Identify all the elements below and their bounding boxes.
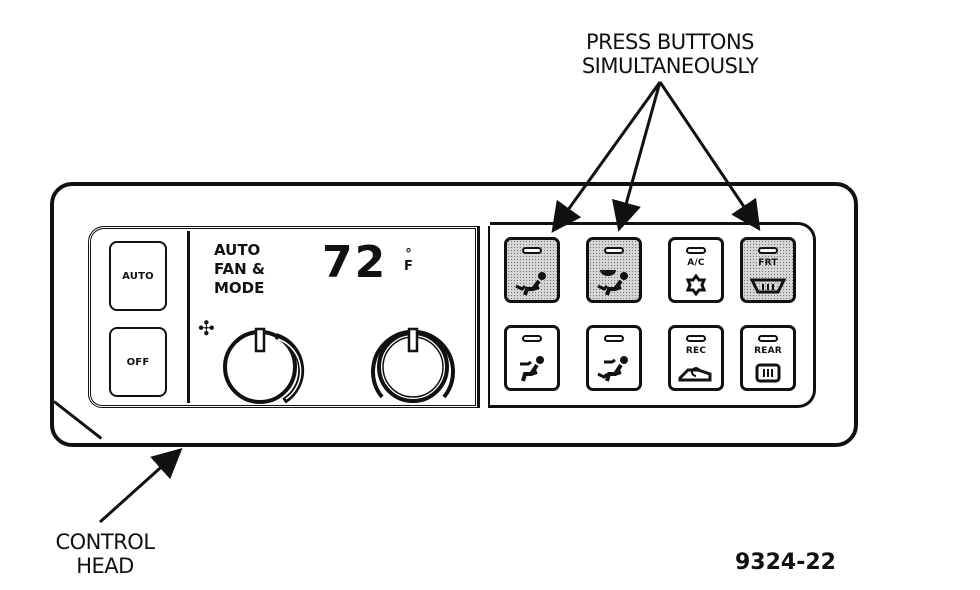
figure-number: 9324-22 bbox=[735, 550, 836, 575]
press-buttons-callout: PRESS BUTTONS SIMULTANEOUSLY bbox=[581, 30, 759, 78]
indicator-led bbox=[686, 335, 706, 342]
indicator-led bbox=[604, 335, 624, 342]
panel-mode-button[interactable] bbox=[504, 325, 560, 391]
floor-vent-icon bbox=[507, 270, 557, 296]
indicator-led bbox=[686, 247, 706, 254]
snowflake-icon bbox=[671, 274, 721, 296]
rear-defrost-icon bbox=[743, 362, 793, 384]
rear-defrost-button[interactable]: REAR bbox=[740, 325, 796, 391]
display-panel: AUTO FAN & MODE 72 ° F ✣ bbox=[187, 231, 475, 404]
button-label: FRT bbox=[758, 258, 778, 268]
fan-icon: ✣ bbox=[198, 318, 215, 340]
fan-speed-knob[interactable] bbox=[218, 319, 308, 409]
unit-label: F bbox=[404, 259, 413, 274]
control-head-callout: CONTROL HEAD bbox=[55, 530, 155, 578]
front-defrost-icon bbox=[743, 276, 793, 296]
temperature-knob[interactable] bbox=[368, 319, 458, 409]
display-unit: ° F bbox=[404, 247, 413, 274]
defrost-floor-icon bbox=[589, 266, 639, 296]
control-head-bezel bbox=[50, 182, 858, 447]
floor-mode-button[interactable] bbox=[504, 237, 560, 303]
hvac-button-cluster: A/C FRT REC REAR bbox=[490, 222, 816, 408]
bi-level-mode-button[interactable] bbox=[586, 325, 642, 391]
indicator-led bbox=[522, 247, 542, 254]
button-label: REAR bbox=[754, 346, 782, 356]
auto-button[interactable]: AUTO bbox=[109, 241, 167, 311]
bi-level-vent-icon bbox=[589, 354, 639, 384]
defrost-floor-mode-button[interactable] bbox=[586, 237, 642, 303]
indicator-led bbox=[522, 335, 542, 342]
display-mode-text: AUTO FAN & MODE bbox=[214, 241, 265, 297]
recirculate-icon bbox=[671, 362, 721, 384]
degree-symbol: ° bbox=[405, 247, 412, 262]
indicator-led bbox=[604, 247, 624, 254]
indicator-led bbox=[758, 247, 778, 254]
display-cluster: AUTO OFF AUTO FAN & MODE 72 ° F ✣ bbox=[88, 226, 478, 408]
panel-vent-icon bbox=[507, 354, 557, 384]
indicator-led bbox=[758, 335, 778, 342]
button-label: A/C bbox=[687, 258, 705, 268]
front-defrost-button[interactable]: FRT bbox=[740, 237, 796, 303]
display-temperature: 72 bbox=[322, 237, 388, 288]
ac-button[interactable]: A/C bbox=[668, 237, 724, 303]
off-button[interactable]: OFF bbox=[109, 327, 167, 397]
auto-button-label: AUTO bbox=[122, 270, 154, 282]
recirculate-button[interactable]: REC bbox=[668, 325, 724, 391]
cluster-divider bbox=[478, 226, 490, 408]
button-label: REC bbox=[685, 346, 707, 356]
off-button-label: OFF bbox=[126, 356, 150, 368]
